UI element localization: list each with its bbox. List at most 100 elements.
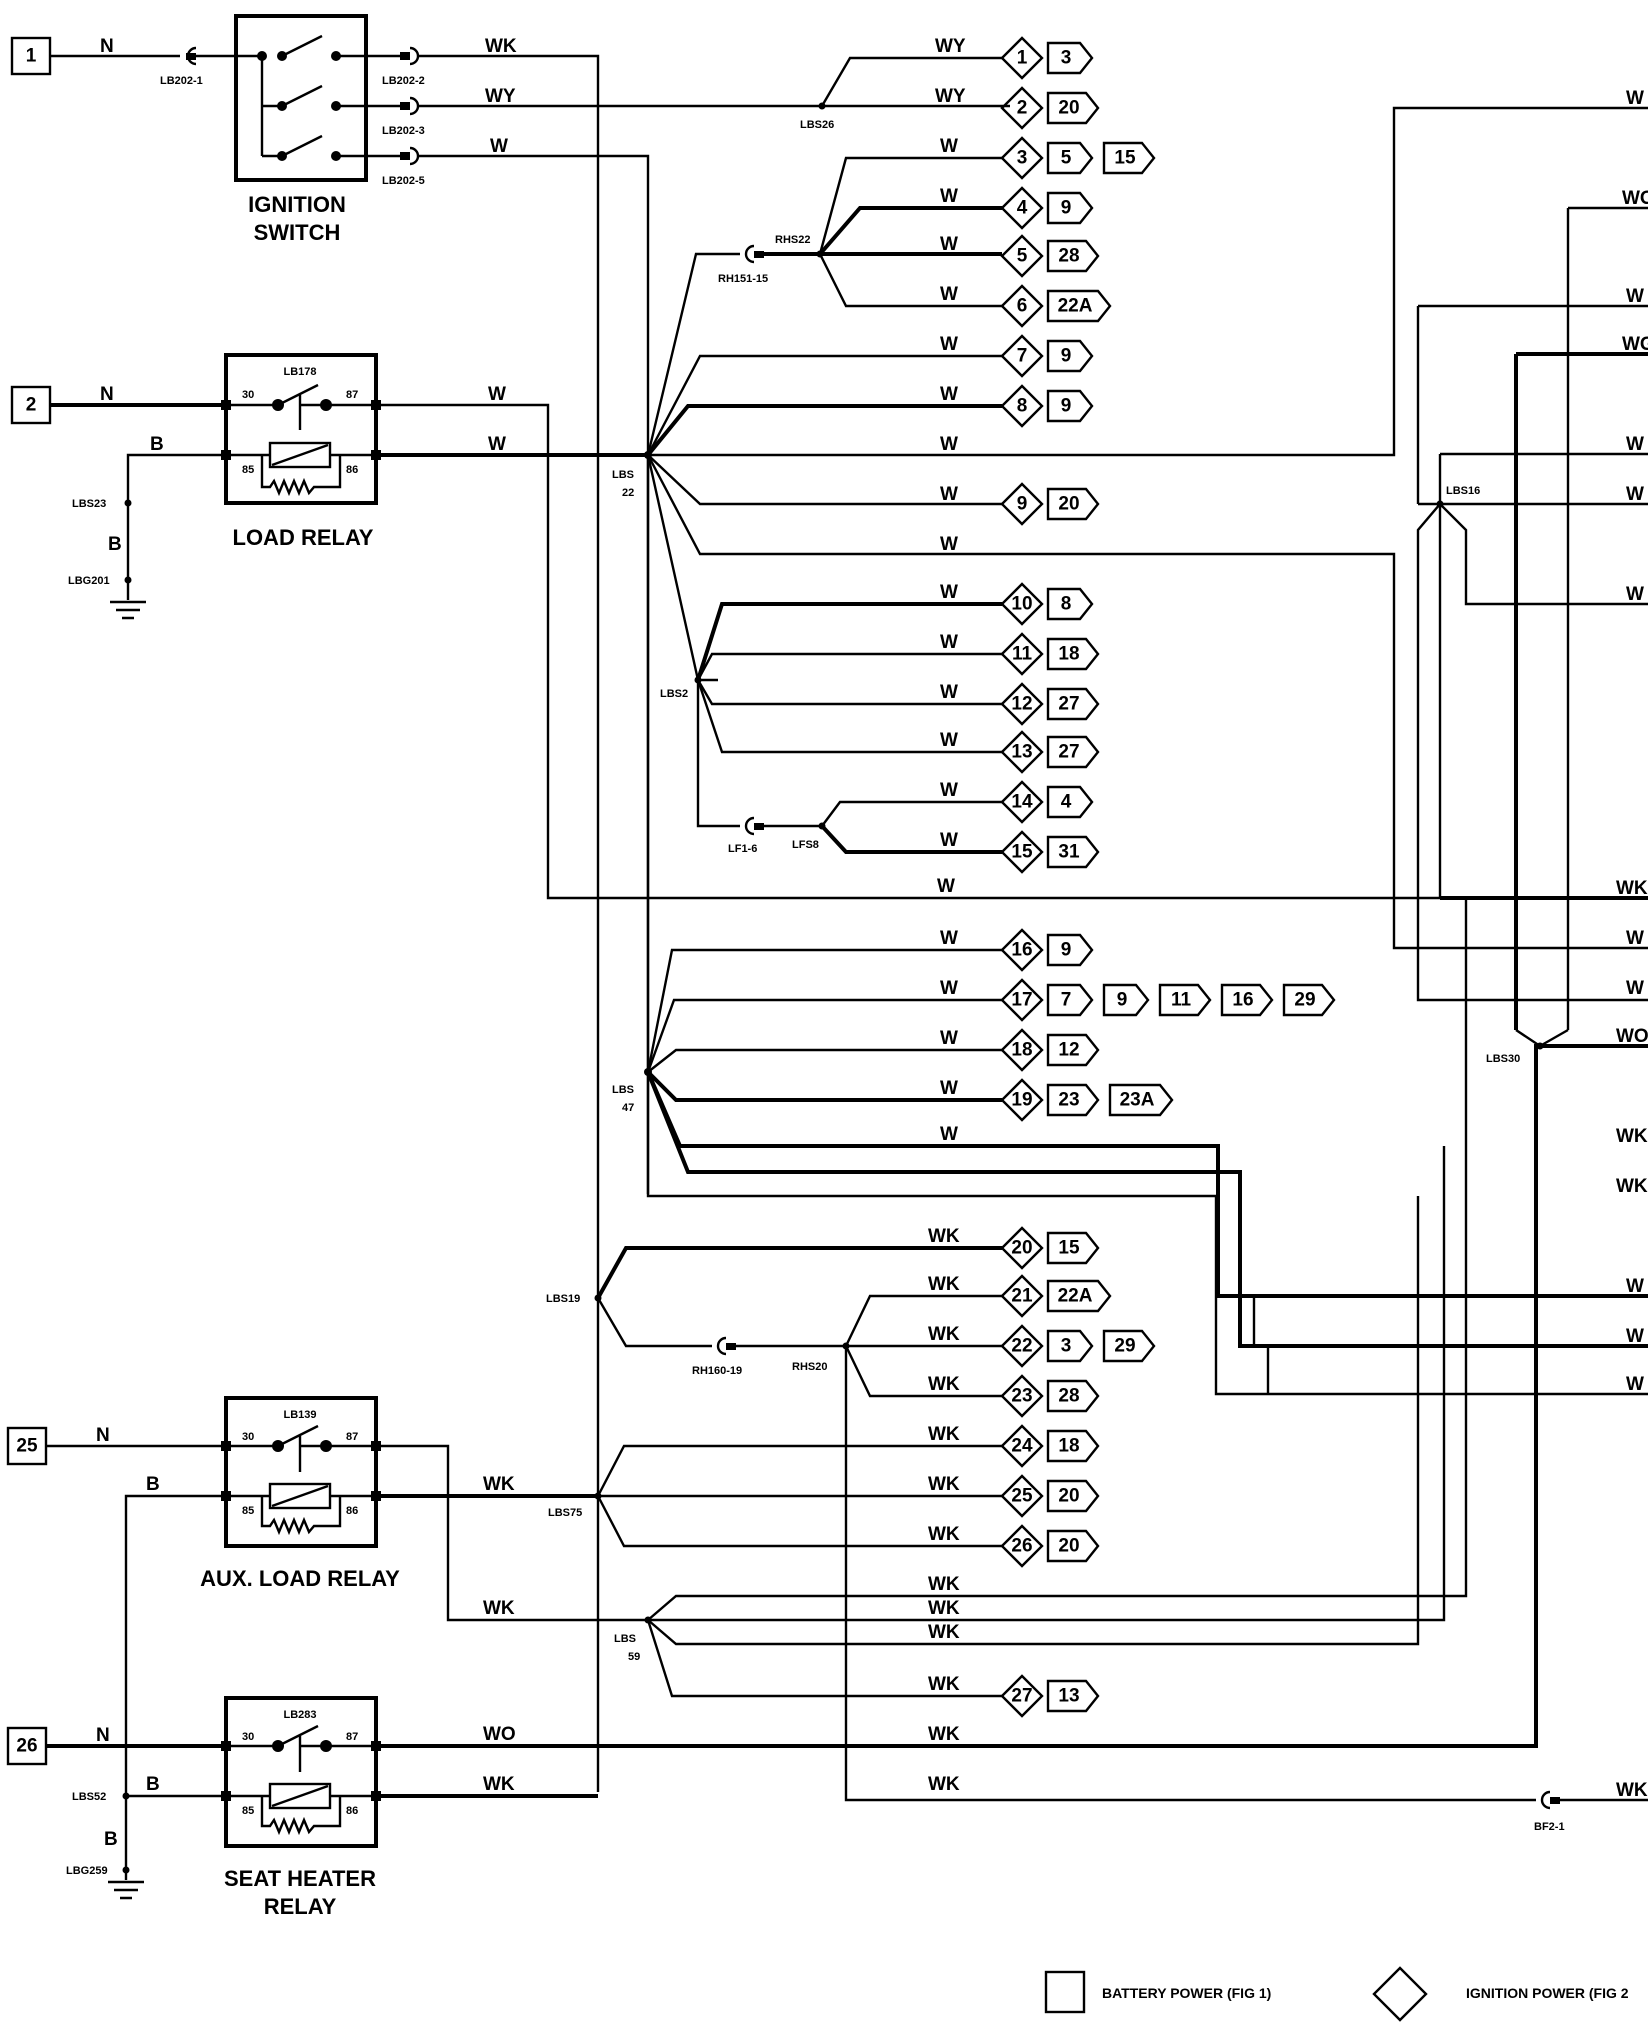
svg-text:W: W	[1626, 88, 1644, 109]
ref-arrow-box	[1046, 587, 1094, 621]
ref-arrow-label: 13	[1058, 1686, 1079, 1707]
ref-arrow-label: 11	[1171, 990, 1192, 1011]
svg-text:LBS: LBS	[612, 469, 634, 481]
ignition-diamond-label: 18	[1011, 1040, 1032, 1061]
ref-arrow-label: 8	[1061, 594, 1072, 615]
ref-arrow-label: 27	[1058, 742, 1079, 763]
load-relay: LB178 30 87 85 86 LOAD RELAY	[221, 353, 381, 550]
ignition-diamond	[1000, 1028, 1044, 1072]
svg-text:W: W	[940, 1078, 958, 1099]
ignition-diamond	[1000, 978, 1044, 1022]
ref-arrow-label: 31	[1058, 842, 1080, 863]
ignition-diamond-label: 12	[1011, 694, 1032, 715]
svg-text:WK: WK	[1616, 1176, 1648, 1197]
ignition-diamond-label: 21	[1011, 1286, 1033, 1307]
svg-text:W: W	[940, 1124, 958, 1145]
svg-text:W: W	[1626, 978, 1644, 999]
svg-text:WK: WK	[928, 1424, 960, 1445]
ref-arrow-box	[1046, 487, 1100, 521]
ignition-diamond	[1000, 1474, 1044, 1518]
ref-arrow-box	[1046, 1279, 1112, 1313]
ignition-diamond-label: 20	[1011, 1238, 1032, 1259]
svg-text:WO: WO	[1616, 1026, 1648, 1047]
svg-text:N: N	[100, 384, 114, 405]
svg-text:W: W	[940, 384, 958, 405]
ref-arrow-box	[1046, 289, 1112, 323]
ref-arrow-label: 22A	[1058, 296, 1093, 317]
ignition-diamond	[1000, 582, 1044, 626]
svg-text:IGNITION: IGNITION	[248, 192, 346, 217]
ref-arrow-box	[1046, 1379, 1100, 1413]
ignition-diamond	[1000, 1324, 1044, 1368]
ignition-diamond-label: 10	[1011, 594, 1032, 615]
ref-arrow-box	[1158, 983, 1212, 1017]
ignition-diamond	[1000, 1674, 1044, 1718]
svg-text:LB202-5: LB202-5	[382, 175, 425, 187]
svg-text:LBS23: LBS23	[72, 498, 106, 510]
ignition-diamond	[1000, 830, 1044, 874]
svg-text:WO: WO	[1622, 188, 1648, 209]
svg-text:W: W	[940, 582, 958, 603]
ignition-diamond-label: 13	[1011, 742, 1032, 763]
ref-arrow-label: 28	[1058, 1386, 1079, 1407]
ref-arrow-box	[1046, 785, 1094, 819]
ignition-diamond	[1000, 136, 1044, 180]
ignition-diamond	[1000, 632, 1044, 676]
ignition-diamond-label: 15	[1011, 842, 1033, 863]
ref-arrow-box	[1102, 1329, 1156, 1363]
ignition-diamond-label: 26	[1011, 1536, 1032, 1557]
svg-text:W: W	[940, 534, 958, 555]
svg-text:LBS16: LBS16	[1446, 485, 1480, 497]
svg-text:WK: WK	[928, 1724, 960, 1745]
ignition-diamond-label: 23	[1011, 1386, 1032, 1407]
svg-text:W: W	[940, 334, 958, 355]
ref-arrow-box	[1046, 1529, 1100, 1563]
svg-text:LBS75: LBS75	[548, 1507, 582, 1519]
svg-text:B: B	[146, 1474, 160, 1495]
ref-arrow-box	[1046, 1479, 1100, 1513]
branch-wire-labels: W W W W W W W W W W W W W W W W W W W W …	[928, 136, 960, 1695]
battery-power-1: 1	[10, 36, 52, 76]
ref-arrow-label: 9	[1061, 346, 1072, 367]
svg-text:W: W	[488, 434, 506, 455]
right-edge-labels: W WO W WG W W W WK W W WO WK WK W W W WK	[1616, 88, 1648, 1801]
ref-arrow-label: 18	[1058, 644, 1079, 665]
svg-text:LOAD RELAY: LOAD RELAY	[233, 525, 374, 550]
ref-arrow-label: 4	[1061, 792, 1072, 813]
svg-text:W: W	[940, 484, 958, 505]
ref-arrow-label: 3	[1061, 1336, 1072, 1357]
svg-text:30: 30	[242, 389, 254, 401]
ignition-diamond-label: 27	[1011, 1686, 1032, 1707]
ref-arrow-box	[1108, 1083, 1174, 1117]
svg-text:WK: WK	[1616, 1126, 1648, 1147]
ref-arrow-box	[1282, 983, 1336, 1017]
ignition-output-23: 23 28	[1000, 1374, 1100, 1418]
ignition-diamond	[1000, 1078, 1044, 1122]
svg-text:W: W	[940, 682, 958, 703]
ref-arrow-label: 12	[1058, 1040, 1079, 1061]
ignition-diamond-label: 2	[1017, 98, 1028, 119]
svg-text:85: 85	[242, 464, 254, 476]
ignition-switch: IGNITION SWITCH	[196, 14, 400, 245]
svg-text:B: B	[104, 1829, 118, 1850]
svg-text:RH160-19: RH160-19	[692, 1365, 742, 1377]
ref-arrow-label: 20	[1058, 98, 1079, 119]
svg-text:B: B	[150, 434, 164, 455]
ref-arrow-label: 22A	[1058, 1286, 1093, 1307]
switch-output-connectors: LB202-2 LB202-3 LB202-5	[382, 46, 425, 187]
svg-text:WK: WK	[485, 36, 517, 57]
svg-text:WK: WK	[483, 1774, 515, 1795]
svg-text:1: 1	[26, 46, 37, 67]
ignition-diamond-label: 14	[1011, 792, 1033, 813]
svg-text:SEAT HEATER: SEAT HEATER	[224, 1866, 376, 1891]
